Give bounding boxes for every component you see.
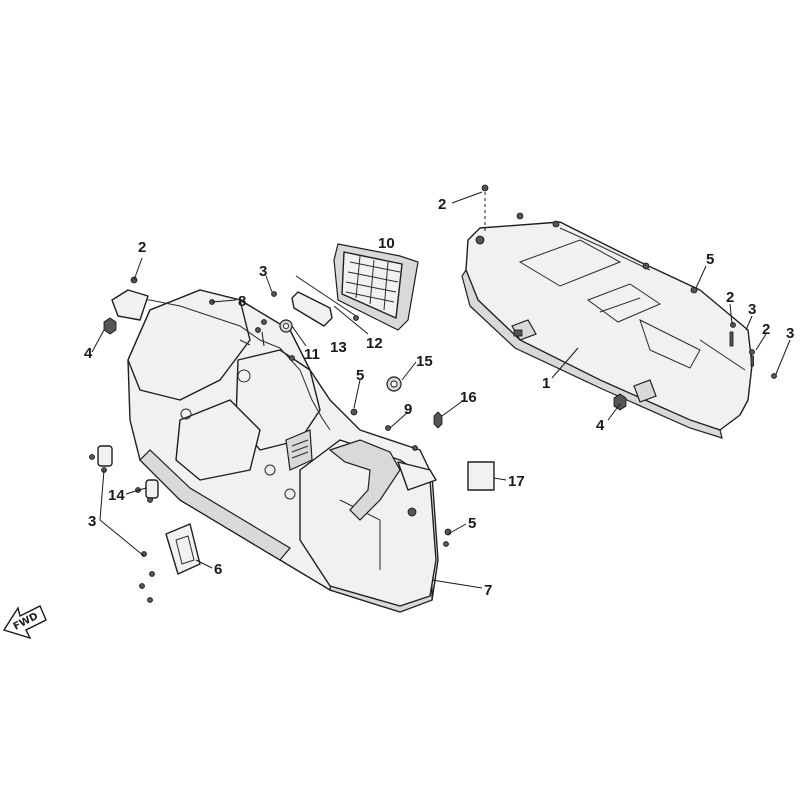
callout-5: 5: [468, 515, 476, 532]
callout-16: 16: [460, 389, 477, 406]
dashboard-panel-part-7: [89, 276, 452, 613]
callout-8: 8: [238, 293, 246, 310]
callout-3: 3: [748, 301, 756, 318]
callout-2: 2: [138, 239, 146, 256]
callout-2: 2: [726, 289, 734, 306]
callout-11: 11: [304, 346, 320, 363]
callout-1: 1: [542, 375, 550, 392]
leader-lines: [91, 191, 791, 589]
callout-13: 13: [330, 339, 347, 356]
callout-5: 5: [706, 251, 714, 268]
rear-panel-part-1: [461, 184, 777, 439]
fwd-arrow-icon: FWD: [2, 605, 47, 640]
callout-3: 3: [786, 325, 794, 342]
callout-6: 6: [214, 561, 222, 578]
callout-numbers: 2 2 3 4 8 10 11 12 13 5 15 9 16 17 14 3 …: [84, 196, 794, 599]
callout-9: 9: [404, 401, 412, 418]
label-part-17: [467, 461, 495, 491]
callout-12: 12: [366, 335, 383, 352]
callout-14: 14: [108, 487, 125, 504]
clip-part-16: [433, 411, 443, 429]
callout-3: 3: [88, 513, 96, 530]
callout-15: 15: [416, 353, 433, 370]
grille-part-10: [333, 243, 419, 331]
callout-17: 17: [508, 473, 525, 490]
callout-7: 7: [484, 582, 492, 599]
callout-4: 4: [596, 417, 605, 434]
callout-2: 2: [438, 196, 446, 213]
callout-3: 3: [259, 263, 267, 280]
callout-2: 2: [762, 321, 770, 338]
bracket-part-13: [279, 275, 359, 333]
grommet-part-15: [386, 376, 402, 392]
callout-5: 5: [356, 367, 364, 384]
callout-10: 10: [378, 235, 395, 252]
callout-4: 4: [84, 345, 93, 362]
